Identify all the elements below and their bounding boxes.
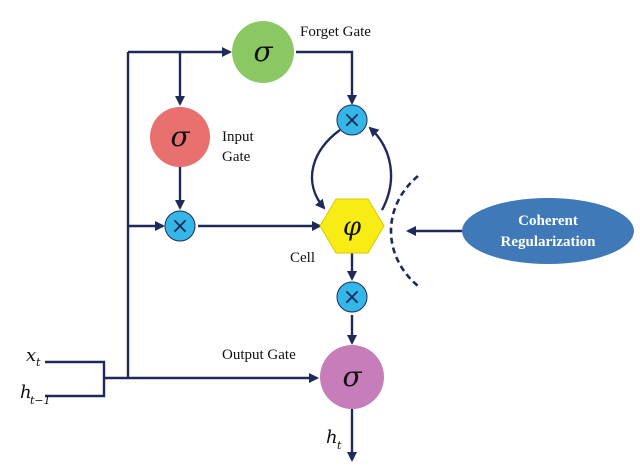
regularization-line1: Coherent <box>518 213 578 229</box>
input-gate-label-line2: Gate <box>222 149 251 165</box>
output-gate-label: Output Gate <box>222 347 296 363</box>
input-ht-1: h t−1 <box>20 382 51 407</box>
input-gate-circle <box>150 107 210 167</box>
multiply-circle <box>336 281 368 313</box>
multiply-circle <box>336 104 368 136</box>
output-gate: σ Output Gate <box>222 345 384 409</box>
multiply-icon: × <box>343 108 361 133</box>
multiply-icon: × <box>171 214 189 239</box>
cell-label: Cell <box>290 250 315 266</box>
input-gate-label-line1: Input <box>222 129 254 145</box>
cell-symbol: φ <box>343 212 362 242</box>
forget-gate-circle <box>232 21 294 83</box>
input-bracket <box>45 360 106 398</box>
output-h-symbol: h <box>326 427 338 448</box>
input-h-symbol: h <box>20 382 32 403</box>
input-multiply-node: × <box>164 210 196 242</box>
input-xt: x t <box>26 345 41 369</box>
arrow-cell-to-loop <box>368 126 393 211</box>
multiply-circle <box>164 210 196 242</box>
input-h-subscript: t−1 <box>30 394 51 407</box>
arrow-loop-to-cell <box>310 129 341 210</box>
input-x-symbol: x <box>26 345 36 366</box>
forget-gate-label: Forget Gate <box>300 24 371 40</box>
forget-gate-symbol: σ <box>253 35 273 68</box>
regularization-ellipse <box>462 198 634 264</box>
output-gate-symbol: σ <box>342 360 362 393</box>
output-ht: h t <box>326 427 342 452</box>
forget-multiply-node: × <box>336 104 368 136</box>
regularization-line2: Regularization <box>501 234 597 250</box>
output-multiply-node: × <box>336 281 368 313</box>
regularization-boundary-arc <box>389 175 419 287</box>
output-h-subscript: t <box>337 439 342 452</box>
output-gate-circle <box>320 345 384 409</box>
coherent-regularization: Coherent Regularization <box>462 198 634 264</box>
forget-gate: σ Forget Gate <box>232 21 371 83</box>
input-gate: σ Input Gate <box>150 107 254 167</box>
arrow-forget-gate-to-multiply <box>296 50 357 105</box>
input-gate-symbol: σ <box>170 120 190 153</box>
cell-hexagon <box>319 198 385 254</box>
multiply-icon: × <box>343 285 361 310</box>
connection-lines <box>45 47 462 462</box>
cell-node: φ Cell <box>290 198 385 266</box>
input-x-subscript: t <box>36 356 41 369</box>
